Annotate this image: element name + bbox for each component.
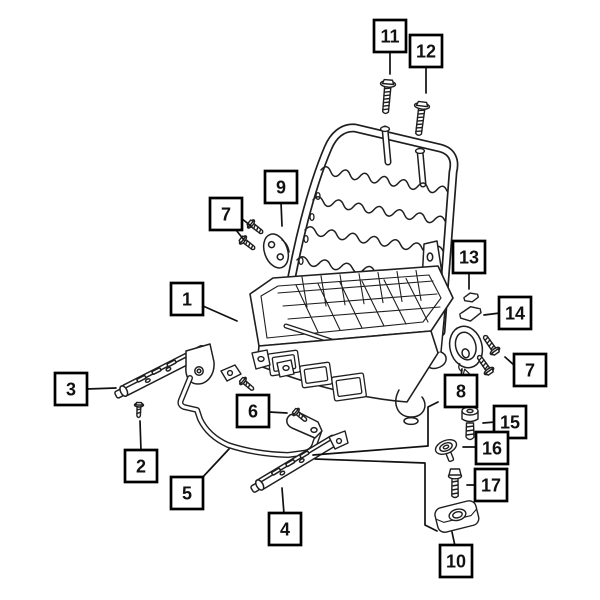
hex-flange-bolt: [246, 219, 264, 235]
rear-leg: [395, 389, 426, 426]
callout-box-1[interactable]: 1: [169, 281, 205, 317]
seat-track-right: [250, 434, 339, 493]
frame-tube-holes: [298, 191, 321, 266]
callout-box-6[interactable]: 6: [235, 393, 271, 429]
callout-boxes: 11 12 9 7 1 13 14 7 3 8 6 2 15 16 5 17 4 10: [53, 18, 548, 579]
track-right-end-plate: [328, 430, 349, 450]
callout-box-17[interactable]: 17: [473, 467, 509, 503]
callout-number: 14: [505, 304, 525, 324]
callout-number: 2: [136, 457, 146, 477]
clip-small: [463, 292, 479, 303]
callout-number: 10: [446, 552, 466, 572]
recliner-cover-plate: [262, 233, 290, 269]
callout-number: 3: [66, 380, 76, 400]
callout-box-13[interactable]: 13: [451, 239, 487, 275]
callout-number: 5: [182, 484, 192, 504]
track-link-arm: [286, 411, 323, 439]
callout-number: 1: [182, 290, 192, 310]
headrest-sleeves: [379, 125, 427, 188]
track-left-riser: [185, 343, 215, 385]
seat-cushion-frame: [220, 265, 454, 426]
callout-box-15[interactable]: 15: [492, 404, 528, 440]
hex-flange-bolt: [413, 100, 431, 136]
callout-number: 8: [456, 382, 466, 402]
callout-box-14[interactable]: 14: [497, 295, 533, 331]
hex-flange-bolt: [238, 376, 255, 391]
callout-box-4[interactable]: 4: [267, 511, 303, 547]
callout-number: 16: [482, 439, 502, 459]
bolts-and-screws: [133, 78, 501, 422]
callout-box-7[interactable]: 7: [512, 352, 548, 388]
hex-flange-bolt: [379, 78, 397, 115]
leader-lines: [86, 49, 516, 547]
stud-bolt: [447, 468, 463, 499]
callout-box-12[interactable]: 12: [408, 33, 444, 69]
cushion-feet: [220, 349, 295, 382]
callout-number: 13: [459, 248, 479, 268]
callout-number: 9: [276, 178, 286, 198]
hex-flange-bolt: [133, 401, 145, 419]
hex-flange-bolt: [291, 407, 308, 422]
callout-box-8[interactable]: 8: [443, 373, 479, 409]
callout-box-5[interactable]: 5: [169, 475, 205, 511]
callout-box-7[interactable]: 7: [208, 196, 244, 232]
callout-number: 7: [221, 205, 231, 225]
callout-box-2[interactable]: 2: [123, 448, 159, 484]
hex-flange-bolt: [476, 354, 495, 376]
torx-screw: [461, 406, 479, 441]
push-pin-fastener: [434, 438, 458, 463]
callout-box-10[interactable]: 10: [438, 543, 474, 579]
callout-number: 12: [416, 42, 436, 62]
callout-number: 6: [248, 402, 258, 422]
callout-box-11[interactable]: 11: [372, 18, 408, 54]
callout-number: 4: [280, 520, 290, 540]
hex-flange-bolt: [482, 334, 501, 356]
callout-box-16[interactable]: 16: [474, 430, 510, 466]
hex-flange-bolt: [238, 235, 256, 251]
callout-number: 7: [525, 361, 535, 381]
anchor-clip-plate: [434, 500, 480, 533]
cushion-wire-grid: [277, 269, 441, 333]
callout-box-9[interactable]: 9: [263, 169, 299, 205]
clip-large: [459, 306, 482, 322]
pivot-cover-disc: [448, 325, 484, 378]
callout-box-3[interactable]: 3: [53, 371, 89, 407]
callout-number: 15: [500, 413, 520, 433]
callout-number: 17: [481, 476, 501, 496]
callout-number: 11: [380, 27, 399, 47]
